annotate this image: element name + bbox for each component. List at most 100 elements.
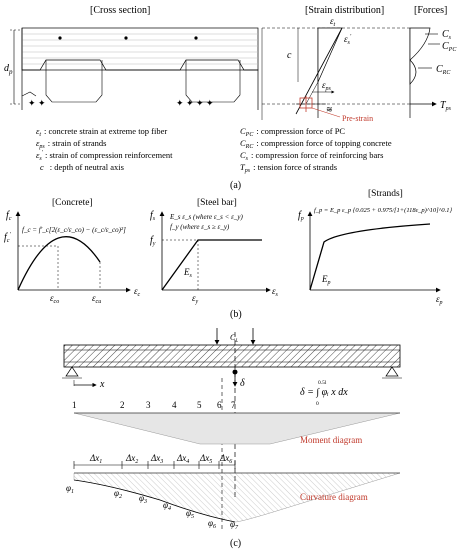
legend-item: Tps: tension force of strands — [240, 162, 337, 174]
station-numbers: 1 2 3 4 5 6 7 — [72, 400, 236, 410]
dx-dimensions: Δx1 Δx2 Δx3 Δx4 Δx5 Δx6 — [73, 453, 236, 469]
phi-label: φ3 — [139, 493, 147, 505]
label-x: x — [99, 379, 105, 390]
station-label: 6 — [217, 400, 222, 410]
cross-section: dp ✦✦ ✦✦✦✦ — [4, 27, 259, 110]
strain-line — [295, 27, 343, 115]
left-support — [65, 366, 79, 377]
formula-steel-line1: E_s ε_s (where ε_s < ε_y) — [169, 213, 243, 221]
label-fp: fp — [298, 210, 304, 222]
label-eps-p: εp — [436, 294, 443, 306]
caption-c: (c) — [230, 538, 241, 549]
panel-a: [Cross section] [Strain distribution] [F… — [4, 5, 457, 191]
label-dp: dp — [4, 63, 13, 76]
label-Es: Es — [183, 267, 193, 279]
station-label: 3 — [146, 400, 151, 410]
label-delta: δ — [240, 378, 245, 389]
label-Crc: CRC — [436, 64, 451, 76]
panel-c: CL δ δ = ∫ φᵢ x dx 0.5l 0 x 1 2 3 4 5 6 … — [62, 328, 402, 549]
formula-steel-line2: f_y (where ε_s ≥ ε_y) — [170, 223, 230, 231]
integral-upper: 0.5l — [318, 380, 327, 386]
force-block-rc — [409, 59, 417, 85]
legend-left: εt: concrete strain at extreme top fiber… — [36, 126, 173, 172]
forces: Cs CPC CRC Tps — [409, 27, 457, 118]
svg-text:✦: ✦ — [176, 98, 184, 108]
deflection-point — [232, 369, 238, 375]
phi-label: φ7 — [230, 519, 239, 531]
beam: CL δ δ = ∫ φᵢ x dx 0.5l 0 x — [62, 328, 402, 500]
title-strands: [Strands] — [368, 189, 403, 199]
strands: ✦✦ ✦✦✦✦ — [28, 98, 214, 108]
label-moment-diagram: Moment diagram — [300, 435, 362, 445]
web-right — [185, 60, 241, 103]
legend-item: Cs: compression force of reinforcing bar… — [240, 150, 383, 162]
label-eps-ps: εps — [322, 80, 332, 92]
station-label: 4 — [172, 400, 177, 410]
legend-item: εt: concrete strain at extreme top fiber — [36, 126, 167, 138]
concrete-stress-strain-curve — [17, 236, 101, 291]
phi-label: φ6 — [208, 518, 216, 530]
curvature-diagram: Curvature diagram φ1 φ2 φ3 φ4 φ5 φ6 φ7 — [66, 472, 401, 531]
label-eps-y: εy — [192, 293, 199, 305]
title-concrete: [Concrete] — [52, 198, 93, 208]
formula-strands: f_p = E_p ε_p {0.025 + 0.975/[1+(118ε_p)… — [314, 207, 452, 214]
curvature-curve — [73, 479, 236, 523]
label-Ep: Ep — [321, 274, 331, 286]
dx-label: Δx3 — [150, 453, 163, 465]
label-Tps: Tps — [440, 100, 452, 112]
caption-b: (b) — [230, 309, 242, 320]
station-label: 1 — [72, 400, 77, 410]
label-fy: fy — [150, 235, 156, 247]
top-rebar — [194, 36, 198, 40]
phi-label: φ5 — [186, 508, 194, 520]
phi-label: φ1 — [66, 483, 74, 495]
phi-label: φ4 — [163, 500, 171, 512]
strands-curve-panel: [Strands] fp f_p = E_p ε_p {0.025 + 0.97… — [298, 189, 452, 306]
legend-item: εs′: strain of compression reinforcement — [36, 150, 173, 162]
legend: εt: concrete strain at extreme top fiber… — [36, 126, 392, 174]
concrete-curve-panel: [Concrete] fc fc′ f_c = f′_c[2(ε_c/ε_co)… — [4, 198, 141, 305]
precast-outline — [22, 59, 259, 110]
label-eps-co: εco — [50, 293, 59, 305]
beam-body — [63, 344, 401, 368]
svg-text:✦: ✦ — [206, 98, 214, 108]
moment-diagram: Moment diagram — [73, 412, 401, 445]
label-Cs: Cs — [442, 29, 452, 41]
svg-text:✦: ✦ — [28, 98, 36, 108]
steel-stress-strain-curve — [161, 239, 262, 291]
steel-curve-panel: [Steel bar] fs fy E_s ε_s (where ε_s < ε… — [150, 198, 279, 305]
strand-stress-strain-curve — [309, 223, 431, 291]
top-rebar — [58, 36, 62, 40]
title-strain-distribution: [Strain distribution] — [305, 5, 384, 16]
label-eps-t: εt — [330, 16, 336, 28]
topping-slab — [21, 27, 259, 71]
legend-right: CPC: compression force of PC CRC: compre… — [240, 126, 392, 174]
strain-distribution: Pre-strain c εps εt εs′ ≋ — [261, 16, 410, 123]
force-block-pc — [409, 27, 431, 61]
label-eps-c: εc — [134, 286, 141, 298]
formula-deflection: δ = ∫ φᵢ x dx — [300, 387, 348, 398]
compression-strain-block — [317, 27, 343, 83]
label-eps-s: εs′ — [344, 34, 352, 46]
label-curvature-diagram: Curvature diagram — [300, 492, 368, 502]
title-steel: [Steel bar] — [197, 198, 237, 208]
label-fc: fc — [6, 210, 12, 222]
station-label: 2 — [120, 400, 125, 410]
strand-symbol: ≋ — [326, 105, 333, 114]
label-eps-cu: εcu — [92, 293, 101, 305]
formula-concrete: f_c = f′_c[2(ε_c/ε_co) − (ε_c/ε_co)²] — [22, 226, 126, 234]
dx-label: Δx1 — [89, 453, 102, 465]
dx-label: Δx4 — [176, 453, 189, 465]
dx-label: Δx5 — [199, 453, 212, 465]
svg-text:✦: ✦ — [196, 98, 204, 108]
panel-b: [Concrete] fc fc′ f_c = f′_c[2(ε_c/ε_co)… — [4, 189, 452, 320]
station-label: 7 — [231, 400, 236, 410]
legend-item: εps: strain of strands — [36, 138, 107, 150]
legend-item: CPC: compression force of PC — [240, 126, 345, 138]
caption-a: (a) — [230, 180, 241, 191]
title-cross-section: [Cross section] — [90, 5, 150, 16]
top-rebar — [124, 36, 128, 40]
station-label: 5 — [197, 400, 202, 410]
label-cl: CL — [230, 333, 238, 344]
